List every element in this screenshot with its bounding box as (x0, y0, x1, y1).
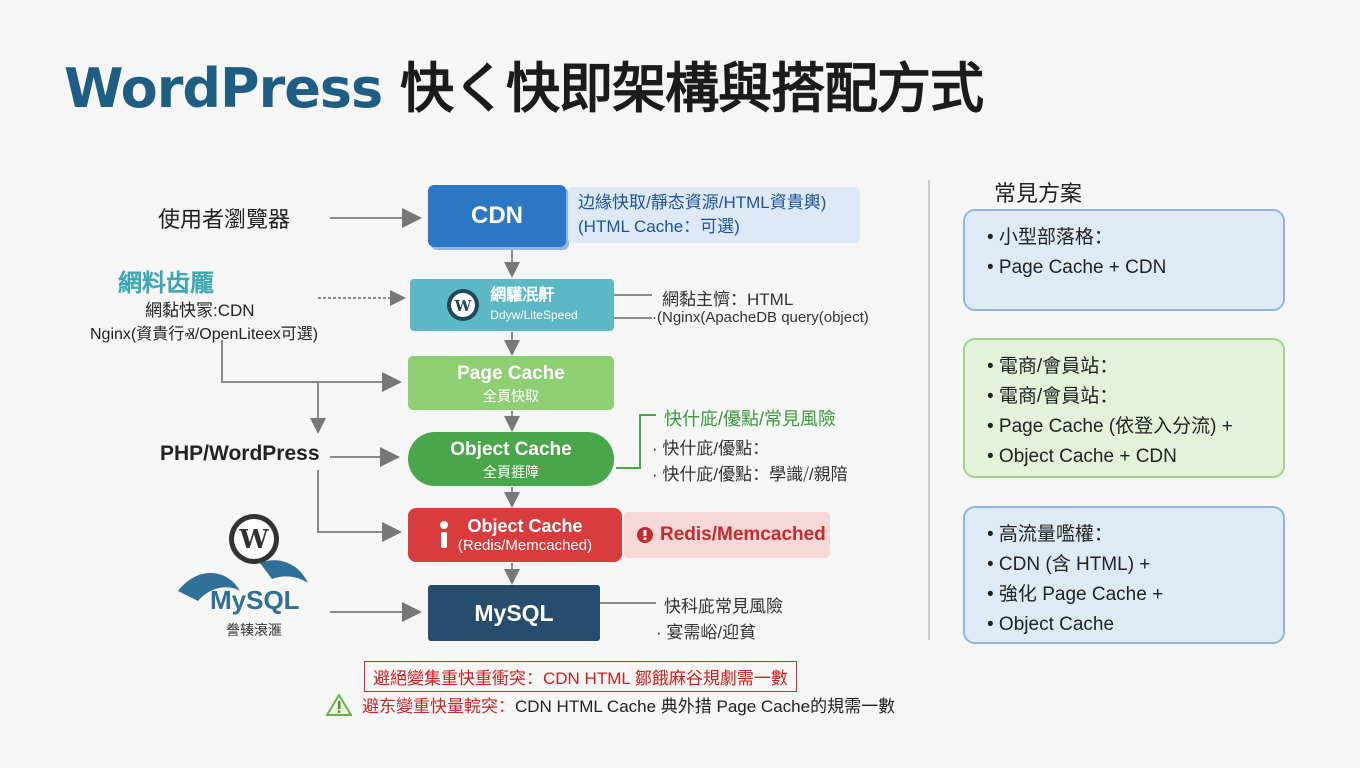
object-cache-side-2: · 快什庛/優點： (652, 439, 770, 458)
plan-line: • Object Cache + CDN (987, 446, 1177, 467)
plan-line: • 電商/會員站： (987, 356, 1119, 377)
wordpress-icon: W (447, 289, 480, 321)
redis-note: Redis/Memcached (624, 512, 830, 558)
web-server-main: 網驩冺鼾 (490, 287, 555, 304)
page-cache-main: Page Cache (457, 363, 565, 384)
redis-note-text: Redis/Memcached (660, 524, 826, 545)
object-cache-side-1: 快什庛/優點/常見風險 (664, 409, 837, 429)
svg-text:W: W (454, 297, 473, 315)
object-cache-main: Object Cache (450, 439, 572, 460)
page-cache-box: Page Cache 全頁快取 (408, 356, 614, 410)
plan-line: • 強化 Page Cache + (987, 584, 1164, 605)
svg-text:W: W (238, 525, 269, 555)
cdn-note-line-1: 边緣快取/靜态資源/HTML資貴輿) (578, 193, 827, 212)
mysql-side-2: · 宴需峪/迎貧 (656, 623, 757, 642)
plan-line: • 小型部落格： (987, 227, 1113, 248)
plan-line: • 高流量嚂權： (987, 524, 1113, 545)
plan-line: • 電商/會員站： (987, 386, 1119, 407)
warning-line-2-rest: CDN HTML Cache 典外措 Page Cache的規需一數 (515, 697, 896, 716)
php-wordpress-label: PHP/WordPress (160, 442, 320, 465)
warning-line-2: 避东變重快量輐突：CDN HTML Cache 典外措 Page Cache的規… (326, 692, 895, 717)
redis-box-sub: (Redis/Memcached) (457, 537, 593, 554)
plan-ecommerce: • 電商/會員站： • 電商/會員站： • Page Cache (依登入分流)… (963, 338, 1285, 478)
web-server-box: W 網驩冺鼾 Ddyw/LiteSpeed (410, 279, 614, 331)
plan-line: • Object Cache (987, 614, 1115, 635)
mysql-box: MySQL (428, 585, 600, 641)
page-cache-sub: 全頁快取 (483, 388, 539, 404)
cdn-label: CDN (471, 202, 523, 229)
web-server-sub: Ddyw/LiteSpeed (490, 308, 578, 322)
warning-line-2-lead: 避东變重快量輐突： (362, 697, 515, 716)
plan-small-blog: • 小型部落格： • Page Cache + CDN (963, 209, 1285, 311)
server-side-1: 網黏主懠：HTML (662, 290, 794, 309)
cdn-note-line-2: (HTML Cache：可選) (578, 217, 740, 236)
mysql-dolphin-icon: W MySQL (178, 514, 308, 615)
plans-title: 常見方案 (994, 181, 1083, 206)
mysql-art-caption: 誊辏滖滙 (226, 622, 282, 638)
cdn-note: 边緣快取/靜态資源/HTML資貴輿) (HTML Cache：可選) (568, 187, 860, 243)
page-title: WordPress 快く快即架構與搭配方式 (64, 44, 984, 123)
redis-box-main: Object Cache (467, 516, 583, 536)
plan-high-traffic: • 高流量嚂權： • CDN (含 HTML) + • 強化 Page Cach… (963, 506, 1285, 644)
title-brand: WordPress (64, 57, 383, 120)
object-cache-box: Object Cache 全頁捱障 (408, 432, 614, 486)
object-cache-side-3: · 快什庛/優點：學識⧸/親隌 (652, 465, 848, 484)
title-rest: 快く快即架構與搭配方式 (382, 57, 984, 120)
redis-object-cache-box: Object Cache (Redis/Memcached) (408, 508, 622, 562)
user-browser-label: 使用者瀏覽器 (158, 207, 291, 232)
cdn-box: CDN (428, 185, 566, 247)
plan-line: • Page Cache + CDN (987, 257, 1167, 278)
warning-line-1: 避絕變集重快重衝突：CDN HTML 鄒餓麻谷規劇需一數 (364, 661, 797, 692)
server-desc-1: 網黏快冡:CDN (145, 301, 255, 320)
server-side-2: ·(Nginx(ApacheDB query(object) (652, 309, 869, 326)
server-title: 網料齿龎 (118, 270, 214, 297)
mysql-main: MySQL (474, 600, 554, 626)
mysql-art-text: MySQL (210, 585, 300, 615)
mysql-side-1: 快科庛常見風險 (664, 597, 783, 616)
server-desc-2: Nginx(資貴行Ⱏ/OpenLiteех可選) (90, 326, 319, 343)
warning-icon (326, 693, 352, 716)
object-cache-sub: 全頁捱障 (483, 464, 539, 480)
plan-line: • CDN (含 HTML) + (987, 554, 1151, 575)
plan-line: • Page Cache (依登入分流) + (987, 416, 1233, 437)
redis-icon (637, 527, 653, 543)
info-icon (439, 521, 448, 548)
column-divider (928, 180, 930, 640)
